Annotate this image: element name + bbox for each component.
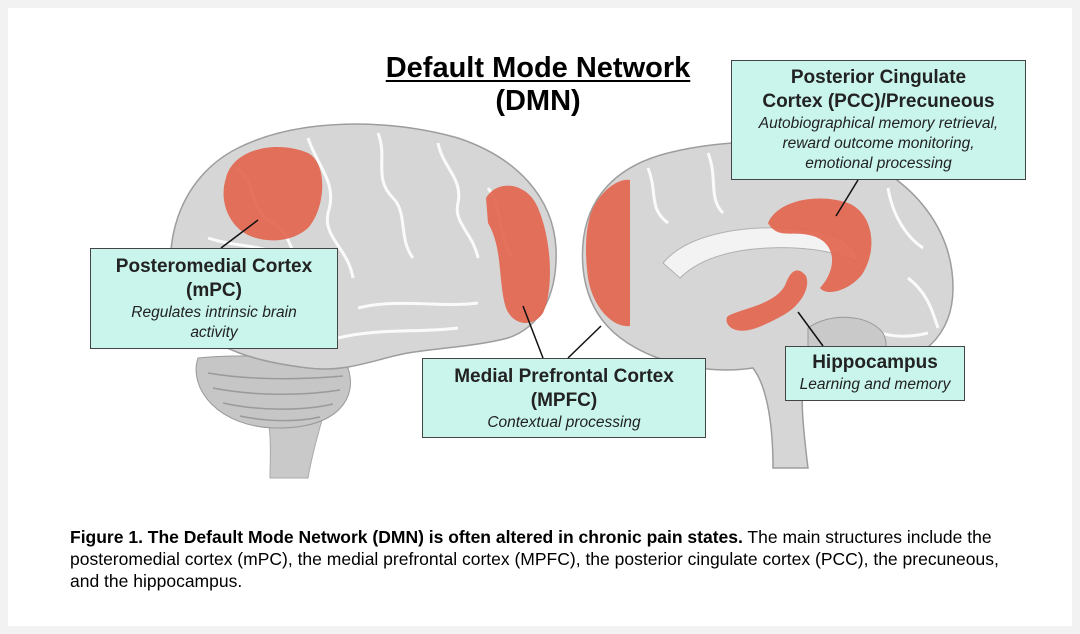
mpc-desc-line-1: Regulates intrinsic brain — [131, 304, 297, 321]
hippocampus-label-box: Hippocampus Learning and memory — [785, 346, 965, 401]
mpc-desc-line-2: activity — [190, 324, 238, 341]
mpc-name-line-2: (mPC) — [186, 280, 242, 301]
leader-lines — [220, 179, 859, 359]
mpfc-name-line-2: (MPFC) — [530, 390, 598, 411]
pcc-desc-line-1: Autobiographical memory retrieval, — [758, 115, 999, 132]
mpfc-desc-line-1: Contextual processing — [487, 414, 641, 431]
diagram-title: Default Mode Network (DMN) — [368, 52, 708, 118]
title-line-2: (DMN) — [495, 85, 581, 117]
figure-page: Default Mode Network (DMN) Posterior Cin… — [8, 8, 1072, 626]
figure-caption: Figure 1. The Default Mode Network (DMN)… — [70, 526, 1030, 592]
pcc-desc-line-2: reward outcome monitoring, — [782, 135, 975, 152]
caption-text: The main structures include the posterom… — [70, 527, 999, 591]
pcc-label-box: Posterior Cingulate Cortex (PCC)/Precune… — [731, 60, 1026, 180]
mpc-name-line-1: Posteromedial Cortex — [115, 256, 313, 277]
mpc-label-box: Posteromedial Cortex (mPC) Regulates int… — [90, 248, 338, 349]
pcc-name-line-2: Cortex (PCC)/Precuneous — [762, 91, 995, 112]
medial-brain — [581, 141, 954, 469]
dmn-brain-illustration — [169, 123, 954, 479]
hippocampus-desc: Learning and memory — [799, 376, 951, 393]
title-line-1: Default Mode Network — [385, 52, 691, 84]
hippocampus-name: Hippocampus — [812, 352, 938, 373]
pcc-name-line-1: Posterior Cingulate — [790, 67, 967, 88]
pcc-desc-line-3: emotional processing — [805, 155, 952, 172]
mpfc-label-box: Medial Prefrontal Cortex (MPFC) Contextu… — [422, 358, 706, 438]
mpfc-name-line-1: Medial Prefrontal Cortex — [454, 366, 674, 387]
caption-bold: Figure 1. The Default Mode Network (DMN)… — [70, 527, 743, 547]
